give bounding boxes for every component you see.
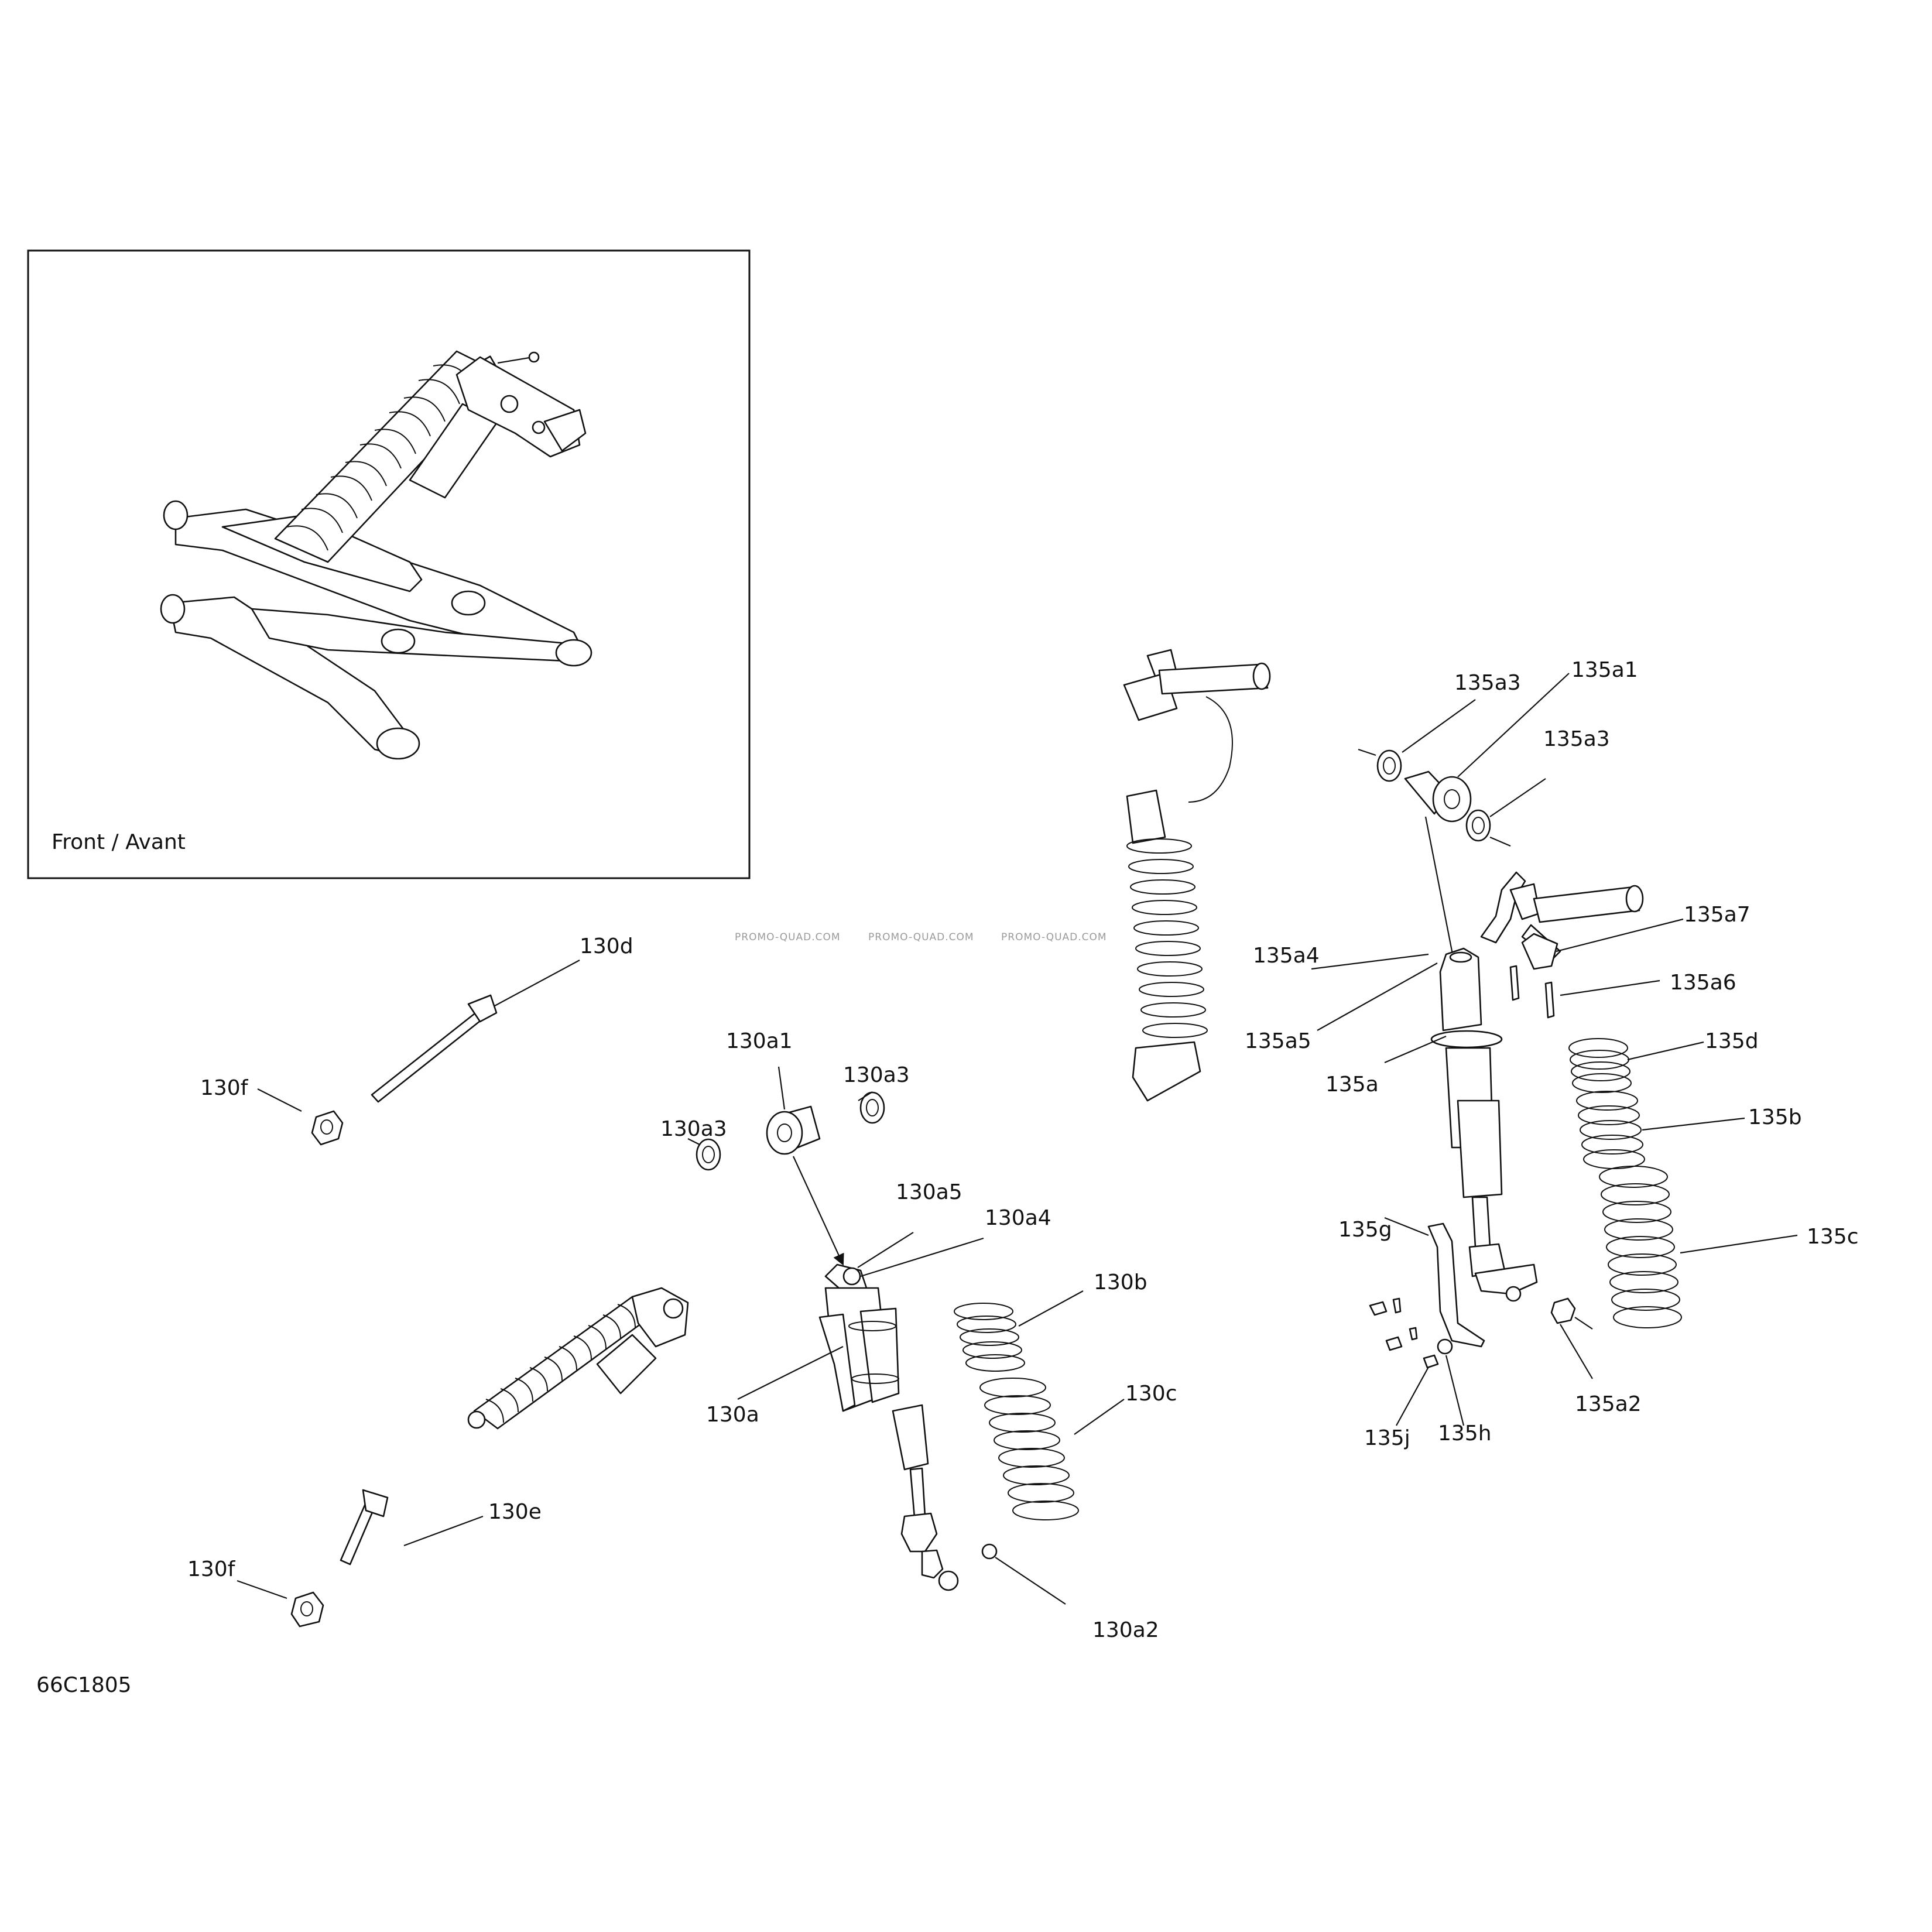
bolt-130d (371, 960, 580, 1103)
inset-caption: Front / Avant (52, 830, 186, 854)
spring-130b (954, 1290, 1084, 1372)
label-135j: 135j (1364, 1426, 1410, 1450)
label-135a4: 135a4 (1253, 944, 1320, 968)
shock-130-preview (467, 1287, 689, 1430)
label-130b: 130b (1094, 1270, 1147, 1294)
bushing-130a1-assembly (687, 1066, 885, 1266)
label-135g: 135g (1338, 1218, 1392, 1242)
label-135h: 135h (1438, 1421, 1492, 1445)
shock-135a (1311, 871, 1644, 1302)
label-130a1: 130a1 (726, 1029, 793, 1053)
watermark-1: PROMO-QUAD.COM (735, 931, 841, 943)
spring-135c (1599, 1166, 1798, 1328)
diagram-code: 66C1805 (36, 1673, 132, 1697)
shock-135-preview (1123, 649, 1271, 1102)
nut-130f-top (257, 1088, 344, 1146)
label-130a3-right: 130a3 (843, 1063, 910, 1087)
label-130a2: 130a2 (1092, 1618, 1159, 1642)
label-130f-top: 130f (200, 1076, 249, 1100)
label-135c: 135c (1807, 1225, 1859, 1249)
nut-135a2 (1550, 1297, 1593, 1379)
label-130a3-left: 130a3 (660, 1117, 727, 1141)
nut-130f-bottom (237, 1580, 324, 1628)
label-130a4: 130a4 (985, 1206, 1051, 1230)
spring-135d (1568, 1038, 1704, 1093)
label-135a: 135a (1325, 1073, 1379, 1097)
spring-135b (1576, 1091, 1745, 1169)
label-130c: 130c (1125, 1382, 1177, 1406)
inset-a-arms (160, 500, 592, 760)
label-130f-bottom: 130f (187, 1557, 236, 1581)
screws-135a6 (1509, 965, 1660, 1019)
label-130d: 130d (580, 934, 633, 958)
watermark-2: PROMO-QUAD.COM (868, 931, 974, 943)
watermark: PROMO-QUAD.COM PROMO-QUAD.COM PROMO-QUAD… (735, 931, 1107, 943)
inset-upper-bracket (455, 351, 587, 458)
label-135a3-right: 135a3 (1543, 727, 1610, 751)
inset-front-view: Front / Avant (27, 249, 751, 879)
label-130a5: 130a5 (896, 1180, 962, 1204)
shock-130a (737, 1232, 1066, 1605)
bolt-130e (340, 1489, 484, 1566)
label-135a6: 135a6 (1670, 971, 1736, 995)
bushing-135a1-assembly (1358, 673, 1570, 967)
label-135b: 135b (1748, 1105, 1802, 1129)
label-130e: 130e (488, 1500, 542, 1524)
spring-130c (979, 1378, 1125, 1520)
hardware-135j-135h (1369, 1297, 1465, 1426)
label-135a5: 135a5 (1245, 1029, 1311, 1053)
label-135d: 135d (1705, 1029, 1759, 1053)
bracket-135g (1384, 1217, 1485, 1348)
label-130a: 130a (706, 1403, 759, 1427)
label-135a2: 135a2 (1575, 1392, 1642, 1416)
callout-labels: 130d 130f 130a1 130a3 130a3 130a5 130a4 … (187, 658, 1859, 1642)
label-135a1: 135a1 (1571, 658, 1638, 682)
clamp-135a7 (1521, 918, 1684, 970)
label-135a7: 135a7 (1684, 903, 1751, 927)
label-135a3-top: 135a3 (1454, 671, 1521, 695)
watermark-3: PROMO-QUAD.COM (1001, 931, 1107, 943)
